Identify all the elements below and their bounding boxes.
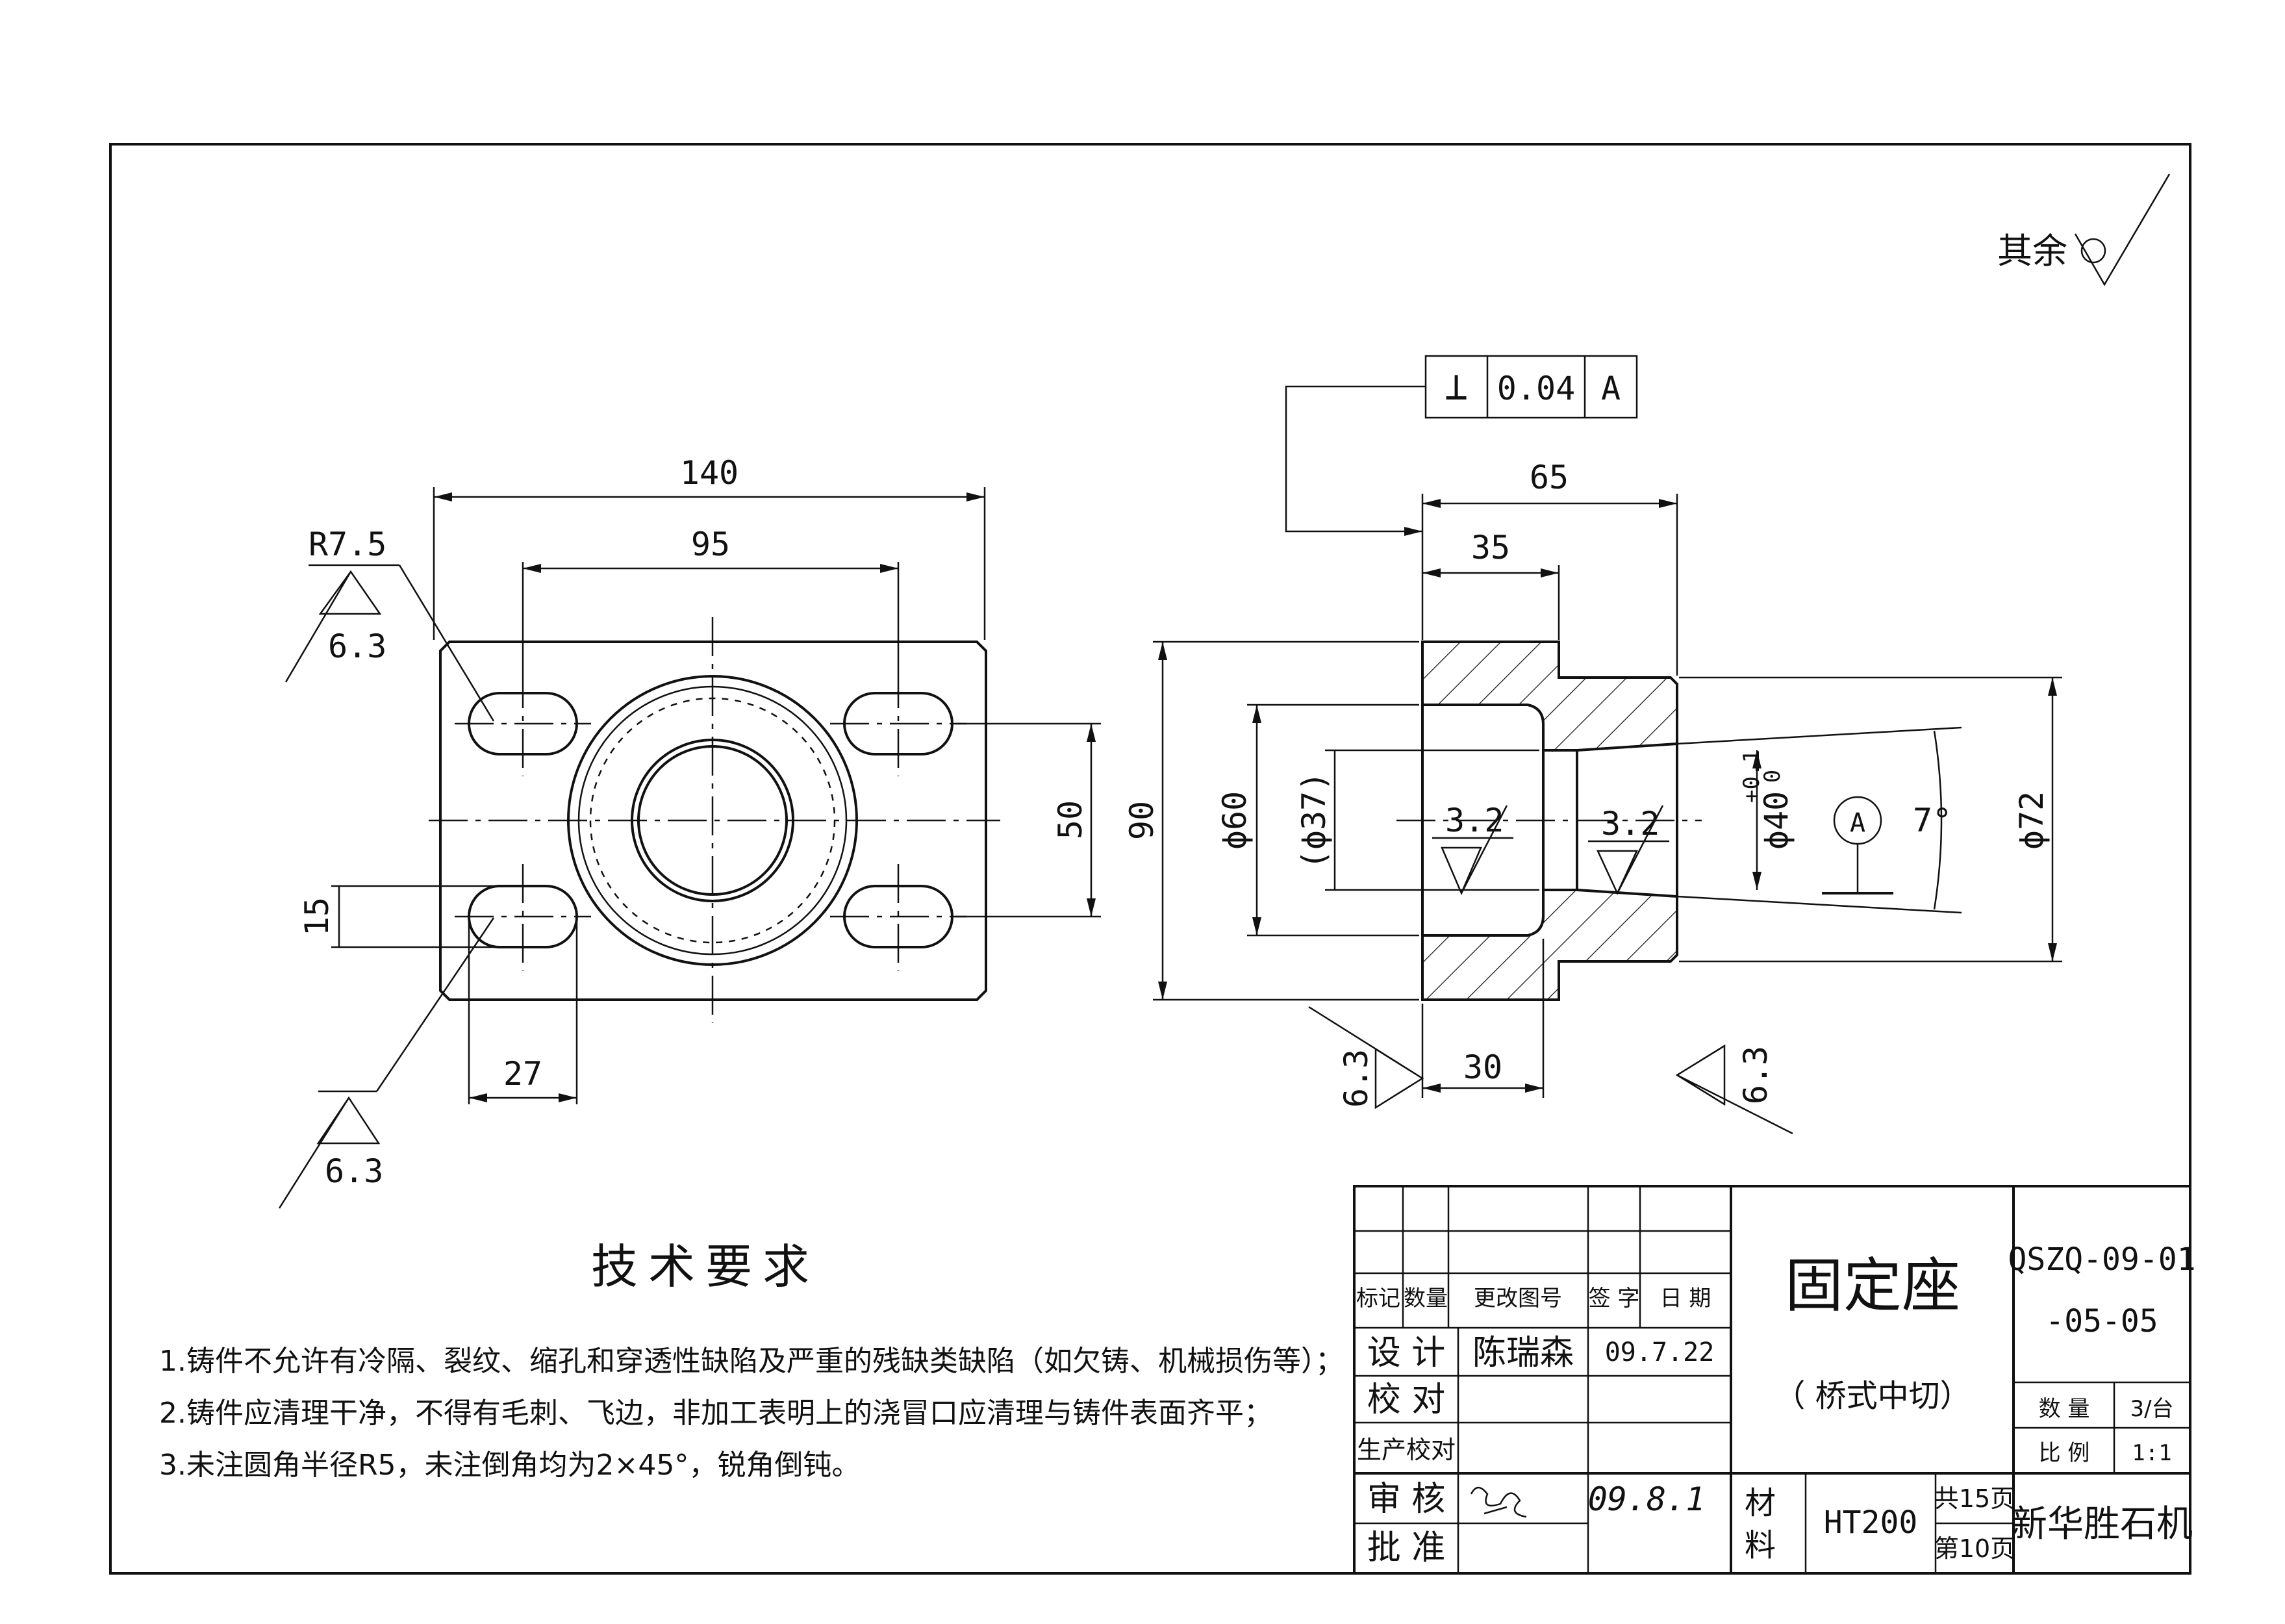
front-view: 140 95 50 15 27 R7.5 6.3 6.3: [278, 454, 1101, 1209]
dim-inner-phi40: ϕ40: [1758, 791, 1795, 850]
tolerance-datum: A: [1601, 370, 1621, 407]
datum-a-label: A: [1850, 808, 1865, 838]
dim-outer-phi72: ϕ72: [2013, 791, 2051, 850]
header-qty: 数量: [1404, 1286, 1448, 1312]
qty-label: 数 量: [2039, 1396, 2090, 1422]
designer-name: 陈瑞森: [1472, 1334, 1574, 1373]
dim-flange-35: 35: [1471, 529, 1510, 566]
dim-bore-phi60: ϕ60: [1216, 791, 1254, 850]
header-date: 日 期: [1660, 1286, 1711, 1312]
roughness-value-bore-right: 3.2: [1601, 805, 1660, 843]
roughness-note-label: 其余: [1997, 231, 2067, 272]
tech-item-1: 1.铸件不允许有冷隔、裂纹、缩孔和穿透性缺陷及严重的残缺类缺陷（如欠铸、机械损伤…: [159, 1345, 1344, 1378]
dim-height-90: 90: [1123, 801, 1161, 840]
dim-slot-width-15: 15: [298, 897, 336, 936]
dim-length-30: 30: [1463, 1048, 1502, 1086]
material-value: HT200: [1824, 1504, 1918, 1541]
approve-label: 批 准: [1367, 1529, 1446, 1567]
review-date: 09.8.1: [1588, 1480, 1706, 1518]
design-label: 设 计: [1367, 1334, 1446, 1373]
drawing-number-line-1: QSZQ-09-01: [2008, 1241, 2196, 1278]
check-label: 校 对: [1367, 1380, 1446, 1419]
roughness-symbol-face-right: [1675, 1044, 1793, 1135]
sheet-border: [109, 143, 2191, 1575]
roughness-symbol-bore-left: [1432, 805, 1513, 896]
roughness-symbol-bottom-left: [278, 1096, 381, 1209]
header-mark: 标记: [1356, 1286, 1400, 1312]
roughness-symbol-face-left: [1308, 1006, 1424, 1110]
dim-spacing-50: 50: [1052, 800, 1089, 839]
roughness-value-bore-left: 3.2: [1445, 802, 1504, 839]
roughness-symbol-bore-right: [1588, 805, 1669, 895]
tech-requirements-title: 技术要求: [591, 1239, 820, 1294]
roughness-value-top-left: 6.3: [328, 628, 386, 665]
design-date: 09.7.22: [1605, 1338, 1715, 1367]
drawing-number-line-2: -05-05: [2045, 1303, 2158, 1339]
roughness-value-face-left: 6.3: [1337, 1049, 1375, 1108]
material-label-1: 材: [1745, 1485, 1776, 1521]
total-pages: 共15页: [1934, 1484, 2015, 1513]
part-subtitle: （ 桥式中切）: [1774, 1378, 1971, 1414]
review-label: 审 核: [1367, 1480, 1446, 1519]
dim-ref-phi37: (ϕ37): [1295, 772, 1333, 870]
dim-width-140: 140: [680, 454, 739, 492]
roughness-symbol-top-left: [284, 570, 382, 683]
scale-value: 1:1: [2132, 1440, 2171, 1466]
header-change-no: 更改图号: [1474, 1286, 1562, 1312]
tech-item-3: 3.未注圆角半径R5，未注倒角均为2×45°，锐角倒钝。: [159, 1449, 860, 1482]
part-name: 固定座: [1785, 1252, 1960, 1320]
tech-requirements: 技术要求 1.铸件不允许有冷隔、裂纹、缩孔和穿透性缺陷及严重的残缺类缺陷（如欠铸…: [159, 1239, 1344, 1482]
page-number: 第10页: [1934, 1534, 2015, 1563]
tol-lower: 0: [1760, 770, 1786, 783]
dim-radius-r7-5: R7.5: [309, 526, 386, 563]
qty-value: 3/台: [2130, 1396, 2173, 1422]
perpendicularity-symbol: ⊥: [1445, 364, 1468, 409]
dim-length-65: 65: [1530, 459, 1569, 496]
header-sign: 签 字: [1589, 1286, 1640, 1312]
general-roughness-note: 其余: [1997, 173, 2171, 286]
material-label-2: 料: [1745, 1527, 1776, 1564]
dim-hole-spacing-95: 95: [691, 526, 730, 563]
tol-upper: +0.1: [1739, 750, 1765, 803]
roughness-value-face-right: 6.3: [1737, 1046, 1774, 1104]
dim-taper-7deg: 7°: [1913, 802, 1952, 839]
title-block: 标记 数量 更改图号 签 字 日 期 设 计 陈瑞森 09.7.22 校 对 生…: [1353, 1185, 2196, 1575]
scale-label: 比 例: [2039, 1440, 2090, 1466]
tech-item-2: 2.铸件应清理干净，不得有毛刺、飞边，非加工表明上的浇冒口应清理与铸件表面齐平；: [159, 1397, 1272, 1430]
section-view: ⊥ 0.04 A 65 35 90 ϕ60 (ϕ37): [1123, 355, 2062, 1135]
tolerance-value: 0.04: [1497, 370, 1575, 407]
roughness-value-bottom-left: 6.3: [325, 1152, 383, 1190]
dim-slot-offset-27: 27: [503, 1055, 542, 1093]
reviewer-signature: [1470, 1486, 1527, 1518]
prod-check-label: 生产校对: [1357, 1436, 1456, 1464]
tolerance-frame: ⊥ 0.04 A: [1285, 355, 1638, 536]
company-name: 新华胜石机: [2011, 1503, 2193, 1545]
